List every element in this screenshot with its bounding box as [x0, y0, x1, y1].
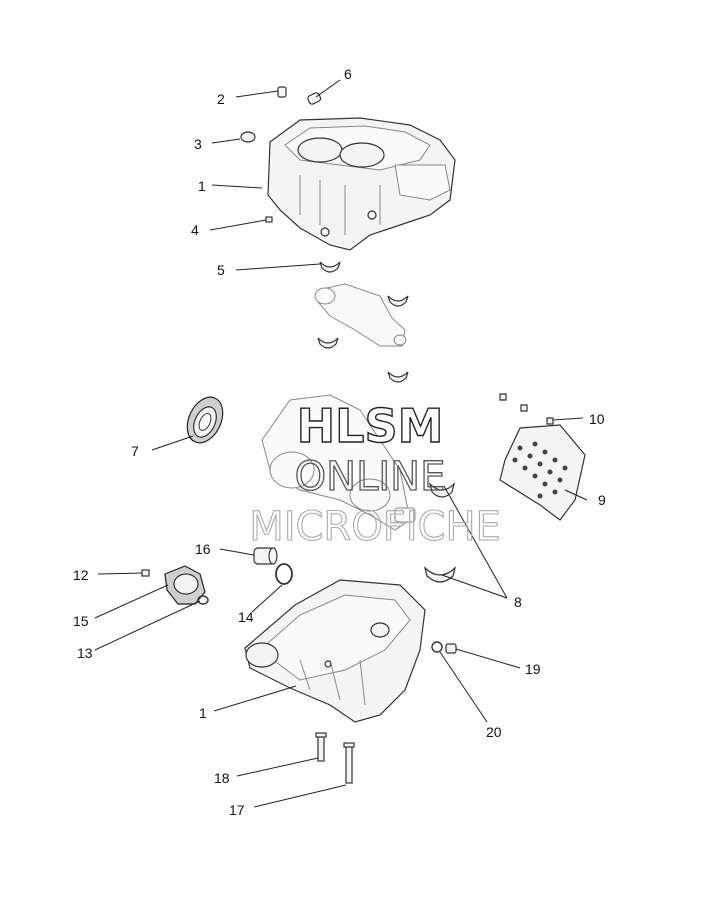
watermark: HLSM ONLINE MICROFICHE — [249, 398, 502, 550]
cover-plate-part-9 — [499, 424, 586, 521]
callout-13: 13 — [77, 645, 93, 661]
callout-19: 19 — [525, 661, 541, 677]
callout-16: 16 — [195, 541, 211, 557]
dowel-part-6 — [307, 92, 322, 105]
watermark-line-2: ONLINE — [295, 454, 446, 500]
watermark-line-3: MICROFICHE — [249, 504, 501, 550]
seal-part-7 — [186, 396, 224, 444]
callout-5: 5 — [217, 262, 225, 278]
balance-shaft — [314, 283, 407, 347]
screws-part-10 — [499, 393, 554, 425]
o-ring-part-13 — [197, 595, 209, 605]
callout-17: 17 — [229, 802, 245, 818]
bolt-part-17 — [343, 742, 355, 784]
washer-part-20 — [431, 641, 443, 653]
callout-12: 12 — [73, 567, 89, 583]
screw-part-12 — [141, 569, 150, 577]
callout-1-upper: 1 — [198, 178, 206, 194]
sleeve-part-2 — [277, 86, 287, 98]
callout-14: 14 — [238, 609, 254, 625]
lower-crankcase — [244, 579, 426, 723]
watermark-line-1: HLSM — [297, 399, 444, 453]
leader-lines — [94, 79, 588, 808]
callout-1-lower: 1 — [199, 705, 207, 721]
callout-8: 8 — [514, 594, 522, 610]
callout-9: 9 — [598, 492, 606, 508]
callout-labels: 2 6 3 1 4 5 7 10 9 8 12 15 13 14 16 1 19… — [73, 66, 606, 818]
crankshaft — [261, 394, 416, 531]
ring-part-14 — [275, 563, 293, 585]
plug-part-19 — [445, 643, 457, 654]
callout-10: 10 — [589, 411, 605, 427]
callout-15: 15 — [73, 613, 89, 629]
callout-4: 4 — [191, 222, 199, 238]
bearing-shells-upper — [317, 261, 409, 383]
upper-crankcase — [267, 117, 456, 251]
pin-part-4 — [265, 216, 273, 223]
bushing-part-16 — [253, 547, 278, 565]
callout-2: 2 — [217, 91, 225, 107]
o-ring-part-3 — [240, 131, 256, 143]
callout-7: 7 — [131, 443, 139, 459]
callout-6: 6 — [344, 66, 352, 82]
callout-3: 3 — [194, 136, 202, 152]
callout-20: 20 — [486, 724, 502, 740]
callout-18: 18 — [214, 770, 230, 786]
bolt-part-18 — [315, 732, 327, 762]
cap-part-15 — [164, 565, 206, 605]
